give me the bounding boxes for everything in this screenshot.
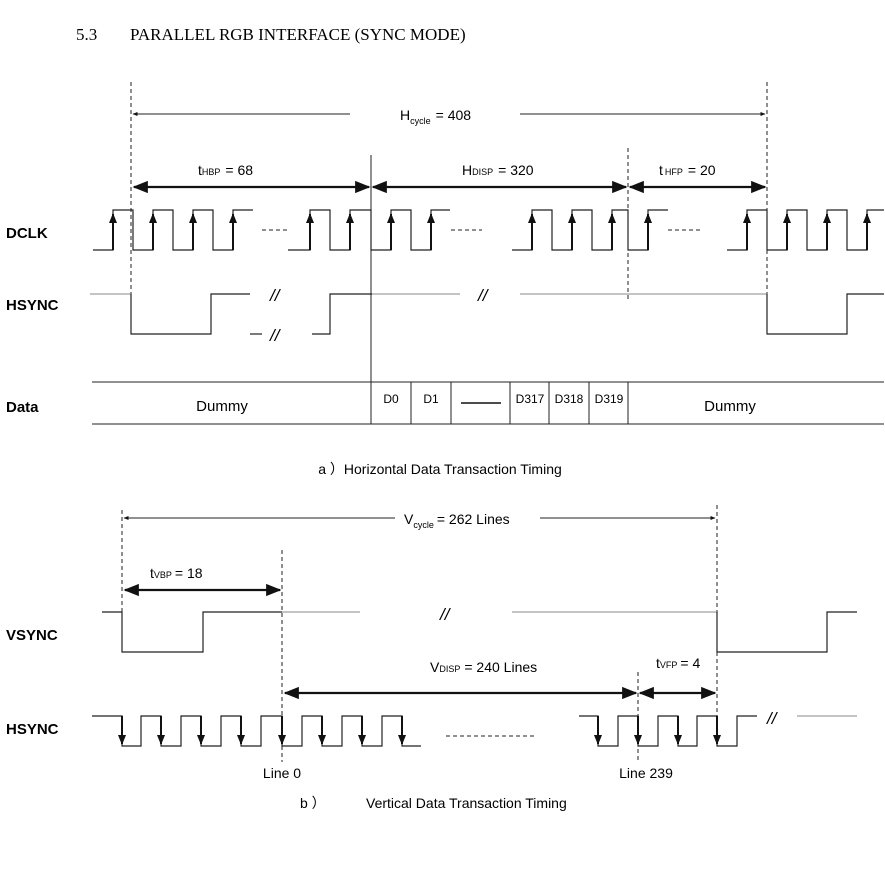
- t-vbp-label: tVBP= 18: [150, 565, 203, 581]
- line-0-label: Line 0: [263, 765, 301, 781]
- v-disp-label: VDISP= 240 Lines: [430, 659, 537, 675]
- dclk-label: DCLK: [6, 225, 48, 242]
- h-cycle-label: Hcycle= 408: [400, 107, 471, 126]
- data-dummy-left: Dummy: [196, 398, 248, 415]
- hsync-break-2: //: [269, 326, 282, 345]
- data-d1: D1: [423, 392, 439, 406]
- hsync-break-3: //: [477, 286, 490, 305]
- data-label: Data: [6, 399, 39, 416]
- vsync-waveform: [102, 611, 857, 653]
- section-number: 5.3: [76, 25, 97, 44]
- data-dummy-right: Dummy: [704, 398, 756, 415]
- t-hbp-label: tHBP= 68: [198, 162, 253, 178]
- section-title: PARALLEL RGB INTERFACE (SYNC MODE): [130, 25, 466, 44]
- hsync-b-break: //: [766, 709, 779, 728]
- data-d0: D0: [383, 392, 399, 406]
- dclk-waveform: [93, 209, 884, 251]
- caption-b-prefix: b ）: [300, 795, 326, 811]
- t-vfp-label: tVFP= 4: [656, 655, 700, 671]
- v-cycle-label: Vcycle= 262 Lines: [404, 511, 510, 530]
- hsync-waveform-a: [90, 293, 884, 335]
- vsync-label: VSYNC: [6, 627, 58, 644]
- vsync-break: //: [439, 605, 452, 624]
- data-d318: D318: [555, 392, 584, 406]
- hsync-label-a: HSYNC: [6, 297, 59, 314]
- hsync-waveform-b: [92, 715, 857, 747]
- hsync-label-b: HSYNC: [6, 721, 59, 738]
- caption-b: Vertical Data Transaction Timing: [366, 795, 567, 811]
- data-bus: [92, 381, 884, 425]
- caption-a: a ）Horizontal Data Transaction Timing: [318, 461, 562, 477]
- line-239-label: Line 239: [619, 765, 673, 781]
- data-d319: D319: [595, 392, 624, 406]
- hsync-break-1: //: [269, 286, 282, 305]
- h-disp-label: HDISP= 320: [462, 162, 534, 178]
- data-d317: D317: [516, 392, 545, 406]
